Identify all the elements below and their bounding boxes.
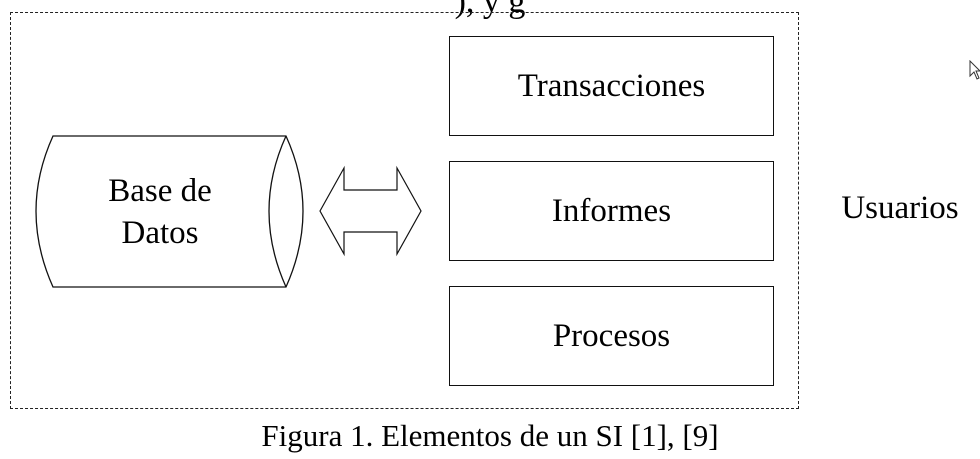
users-label: Usuarios (841, 190, 959, 226)
database-label: Base de Datos (60, 170, 260, 254)
database-label-line-1: Base de (108, 173, 212, 209)
database-label-line-2: Datos (121, 215, 199, 251)
mouse-pointer-icon (969, 60, 980, 80)
transactions-box: Transacciones (449, 36, 774, 136)
system-boundary (10, 12, 799, 409)
cropped-header-text: ), y g (454, 0, 526, 20)
figure-caption: Figura 1. Elementos de un SI [1], [9] (261, 418, 719, 453)
bidirectional-arrow (319, 165, 422, 257)
reports-box: Informes (449, 161, 774, 261)
processes-box: Procesos (449, 286, 774, 386)
database-cylinder-inner-edge (268, 135, 287, 288)
